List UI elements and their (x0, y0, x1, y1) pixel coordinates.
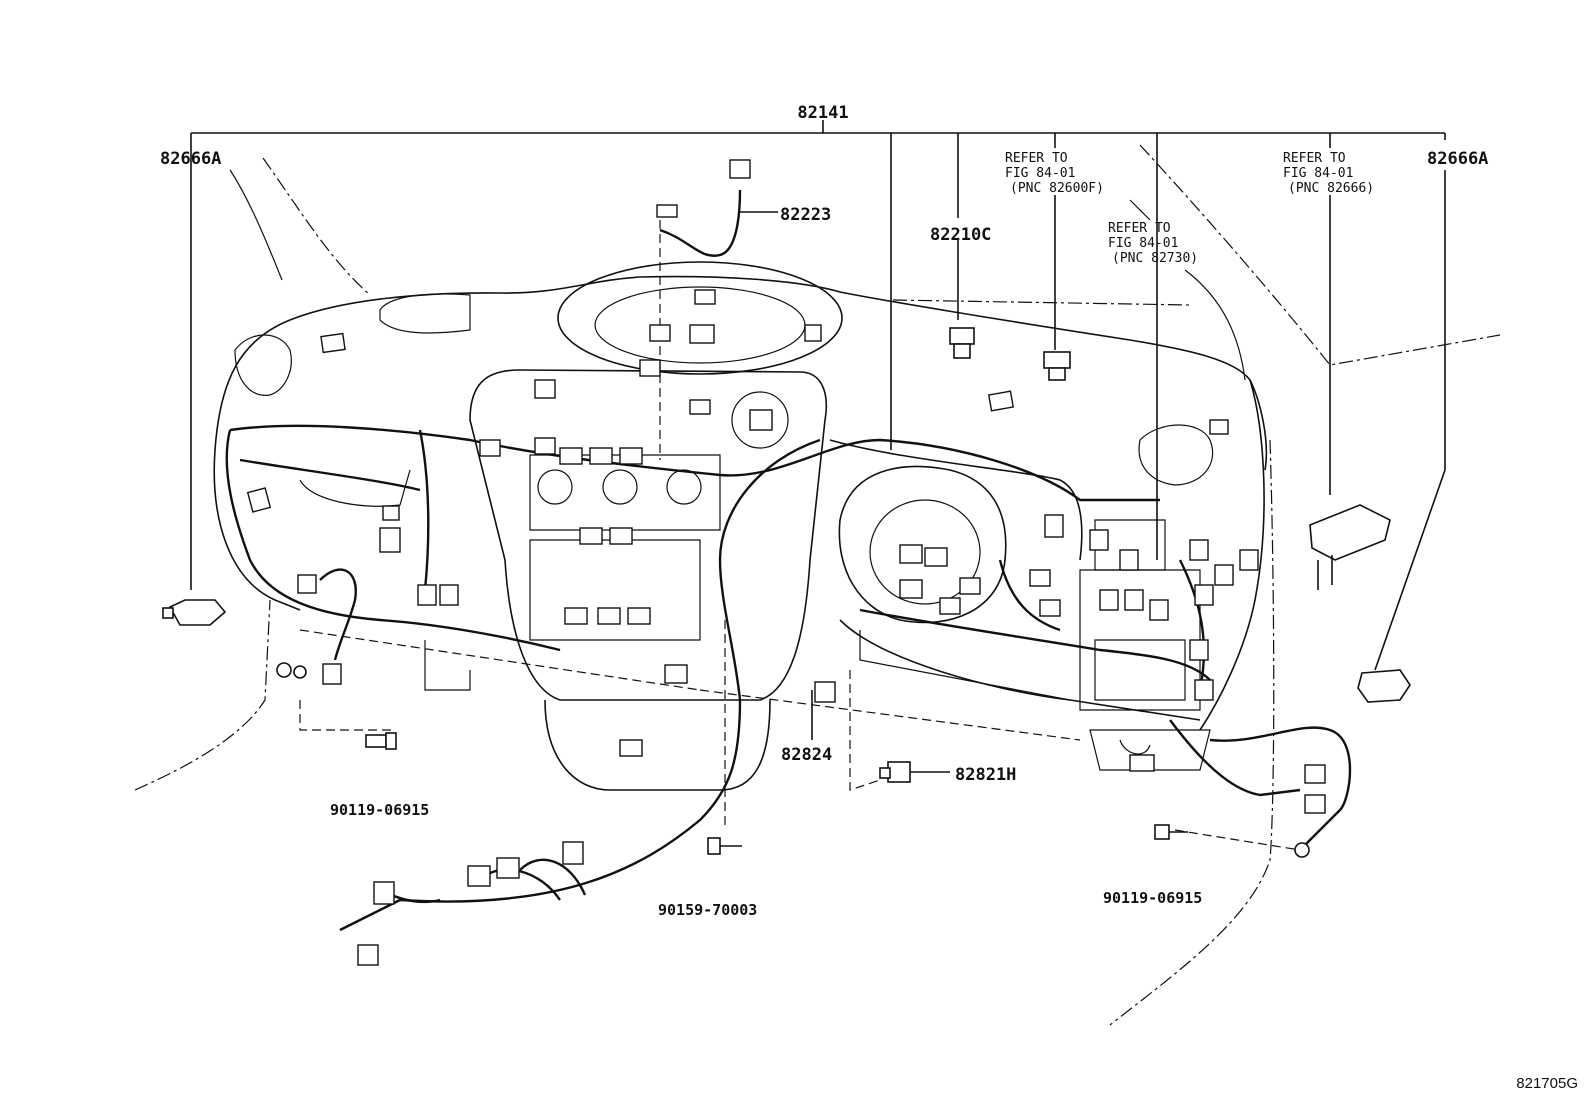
ref2-line1: REFER TO (1108, 221, 1171, 236)
ref2-line2: FIG 84-01 (1108, 236, 1178, 251)
ref3-line1: REFER TO (1283, 151, 1346, 166)
label-82223: 82223 (780, 205, 831, 225)
ref2-line3: (PNC 82730) (1112, 251, 1198, 266)
label-82210C: 82210C (930, 225, 991, 245)
label-90119-06915-left: 90119-06915 (330, 801, 429, 819)
ref1-line3: (PNC 82600F) (1010, 181, 1104, 196)
bolt-left (365, 732, 397, 750)
connectors (246, 159, 1326, 966)
clip-right (1294, 842, 1310, 858)
part-82821H (879, 761, 911, 783)
instrument-panel (213, 261, 1268, 791)
ref1-line2: FIG 84-01 (1005, 166, 1075, 181)
reference-note-82730: REFER TO FIG 84-01 (PNC 82730) (1108, 221, 1198, 266)
part-82210C (949, 327, 975, 359)
part-82666A-right (1357, 669, 1411, 703)
ref1-line1: REFER TO (1005, 151, 1068, 166)
ref3-line3: (PNC 82666) (1288, 181, 1374, 196)
label-82824: 82824 (781, 745, 832, 765)
part-82666-sensor (1309, 504, 1391, 590)
reference-note-82600F: REFER TO FIG 84-01 (PNC 82600F) (1005, 151, 1104, 196)
label-90119-06915-right: 90119-06915 (1103, 889, 1202, 907)
label-90159-70003: 90159-70003 (658, 901, 757, 919)
label-82666A-right: 82666A (1427, 149, 1488, 169)
bolt-right (1154, 824, 1188, 840)
part-82600F-switch (1043, 351, 1071, 381)
figure-id: 821705G (1516, 1075, 1578, 1092)
part-82666A-left (162, 599, 227, 626)
label-82821H: 82821H (955, 765, 1016, 785)
clip-left (276, 662, 307, 679)
screw-center (707, 837, 742, 855)
label-82666A-left: 82666A (160, 149, 221, 169)
label-82141: 82141 (797, 103, 848, 123)
ref3-line2: FIG 84-01 (1283, 166, 1353, 181)
leader-lines (190, 120, 1446, 773)
construction-lines (134, 144, 1501, 1026)
reference-note-82666: REFER TO FIG 84-01 (PNC 82666) (1283, 151, 1374, 196)
wire-harness-82141 (225, 189, 1352, 932)
